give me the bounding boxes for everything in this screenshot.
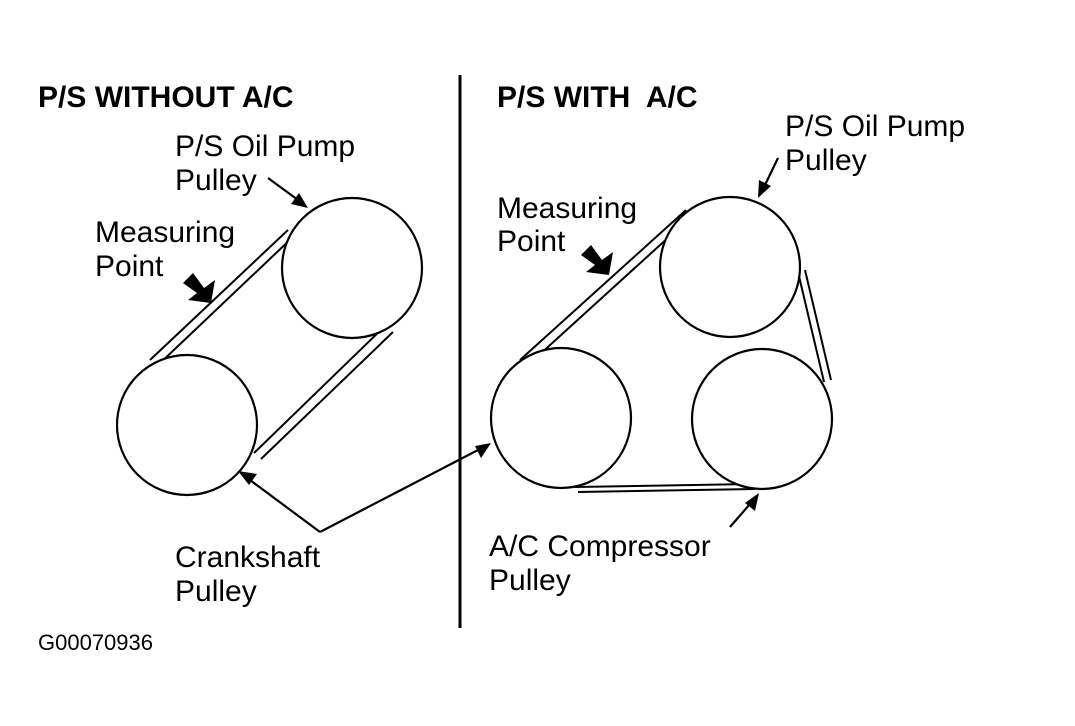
left-measuring-label-line2: Point [95,250,164,283]
left-ps-pump-pulley [280,196,424,340]
left-ps-pump-label-line2: Pulley [175,164,257,197]
left-panel-heading: P/S WITHOUT A/C [38,81,294,114]
right-measuring-label-line2: Point [497,225,566,258]
left-measuring-label-line1: Measuring [95,216,235,249]
crankshaft-label-line1: Crankshaft [175,541,321,574]
left-belt [149,229,394,460]
right-measuring-label-line1: Measuring [497,192,637,225]
left-measuring-arrow [183,273,215,303]
crankshaft-label-line2: Pulley [175,575,257,608]
right-ac-label-line1: A/C Compressor [489,530,711,563]
crankshaft-arrows [238,443,491,533]
right-ac-compressor-pulley [690,347,834,491]
right-ps-pump-label-line2: Pulley [785,144,867,177]
right-belt [519,209,832,493]
right-ac-arrow [729,493,759,528]
right-ac-label-line2: Pulley [489,564,571,597]
figure-code: G00070936 [38,630,153,655]
right-ps-pump-label-line1: P/S Oil Pump [785,110,965,143]
right-panel-heading: P/S WITH A/C [497,81,698,114]
right-ps-pump-pulley [658,195,802,339]
left-ps-pump-label-line1: P/S Oil Pump [175,130,355,163]
left-ps-pump-arrow [267,177,308,208]
right-measuring-arrow [581,245,613,275]
right-crankshaft-pulley [489,346,633,490]
right-ps-pump-arrow [758,157,779,198]
left-crankshaft-pulley [115,353,259,497]
